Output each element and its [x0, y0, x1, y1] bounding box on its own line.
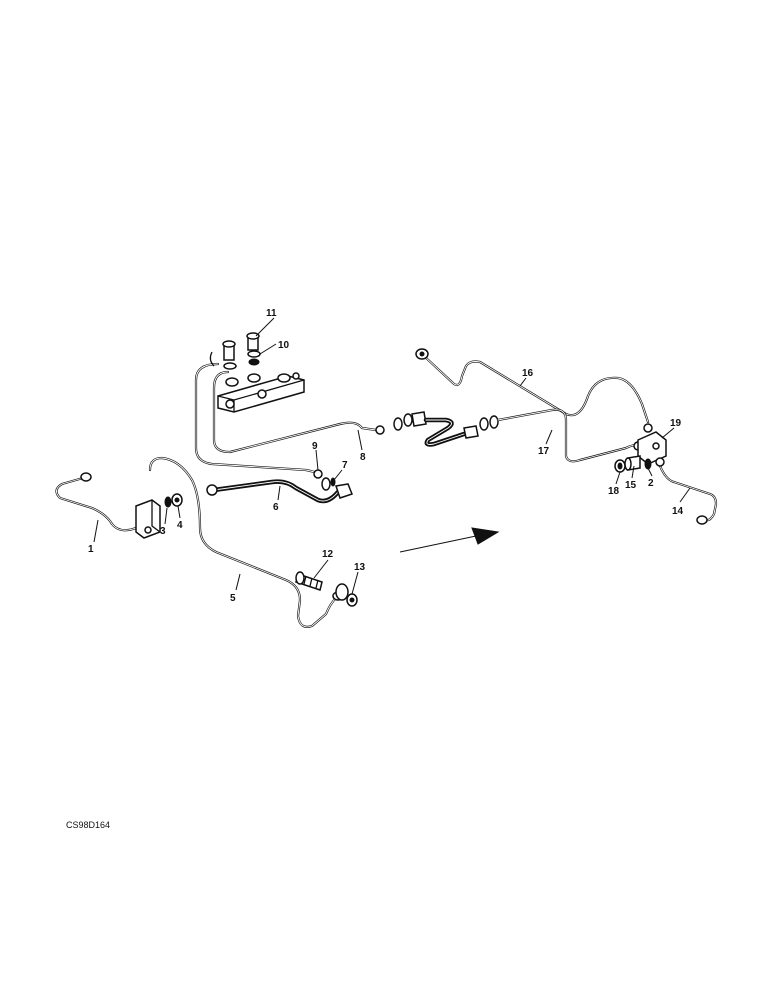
callout-18: 18 [608, 486, 620, 497]
union-connectors [393, 411, 427, 431]
callout-5: 5 [230, 593, 236, 604]
distribution-block [209, 351, 305, 413]
callout-12: 12 [322, 549, 334, 560]
callout-labels: 1 2 3 4 5 6 7 8 9 10 11 12 13 14 15 16 1… [88, 308, 684, 604]
flexible-hose-centre [423, 417, 479, 447]
callout-8: 8 [360, 452, 366, 463]
callout-11: 11 [266, 308, 277, 319]
union-connectors-right [479, 415, 499, 431]
callout-13: 13 [354, 562, 366, 573]
callout-17: 17 [538, 446, 550, 457]
banjo-bolt-11 [246, 332, 260, 351]
callout-7: 7 [342, 460, 348, 471]
callout-10: 10 [278, 340, 290, 351]
callout-9: 9 [312, 441, 318, 452]
washer-2 [644, 458, 652, 470]
mounting-block-left [135, 499, 161, 539]
callout-6: 6 [273, 502, 279, 513]
callout-4: 4 [177, 520, 183, 531]
callout-3: 3 [160, 526, 166, 537]
callout-15: 15 [625, 480, 637, 491]
washer-18 [614, 459, 626, 473]
washer-10 [247, 350, 261, 366]
flexible-hose-6 [206, 479, 353, 504]
brake-pipe-16 [415, 348, 653, 433]
callout-16: 16 [522, 368, 534, 379]
washer-7 [321, 477, 336, 491]
callout-14: 14 [672, 506, 684, 517]
callout-19: 19 [670, 418, 682, 429]
washer-3 [164, 496, 172, 508]
brake-pipe-17 [496, 408, 643, 463]
bolt-15 [624, 455, 641, 471]
banjo-bolt-12 [295, 571, 323, 591]
banjo-bolt-left [222, 340, 237, 370]
callout-2: 2 [648, 478, 654, 489]
brake-pipe-14 [655, 457, 718, 525]
brake-pipe-1 [55, 472, 148, 532]
brake-pipe-9 [194, 362, 323, 479]
leader-lines [93, 317, 691, 595]
callout-1: 1 [88, 544, 94, 555]
figure-reference-code: CS98D164 [66, 820, 110, 830]
brake-pipe-8 [212, 370, 385, 454]
nut-4 [171, 493, 183, 507]
direction-arrow [399, 527, 500, 553]
